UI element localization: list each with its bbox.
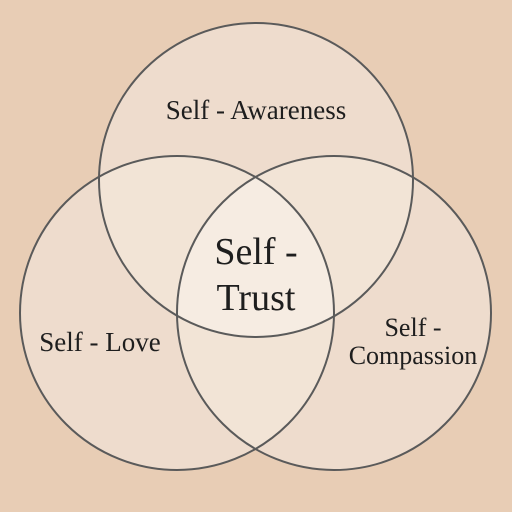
label-self-compassion-line2: Compassion (349, 341, 478, 370)
label-self-compassion-line1: Self - (384, 313, 441, 342)
circle-love-outline (19, 155, 335, 471)
circle-awareness-outline (98, 22, 414, 338)
label-self-love: Self - Love (39, 327, 160, 357)
label-self-awareness: Self - Awareness (166, 95, 346, 125)
circle-compassion-outline (176, 155, 492, 471)
label-self-trust-line2: Trust (217, 277, 296, 319)
circle-outlines (19, 22, 492, 471)
label-self-trust-line1: Self - (214, 231, 297, 273)
center-overlap (177, 156, 334, 337)
